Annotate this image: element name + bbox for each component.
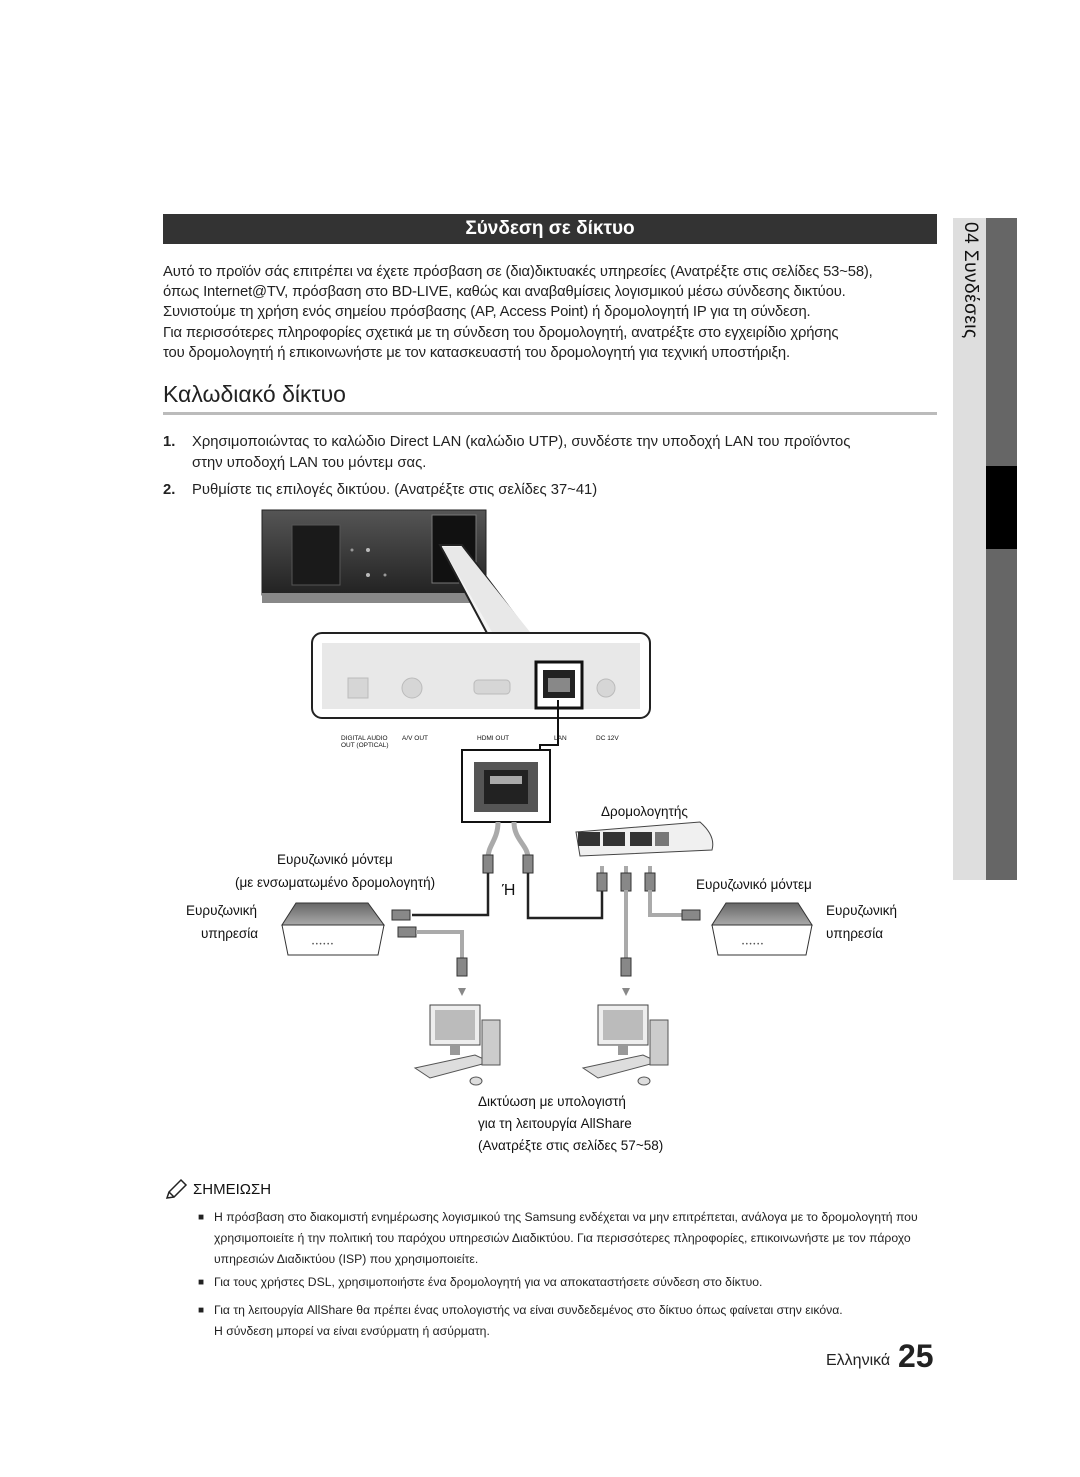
side-tab-background: [953, 218, 986, 880]
note-item-2: ■ Για τους χρήστες DSL, χρησιμοποιήστε έ…: [198, 1272, 938, 1294]
note-text: Για τους χρήστες DSL, χρησιμοποιήστε ένα…: [214, 1275, 763, 1289]
note-item-1: ■ Η πρόσβαση στο διακομιστή ενημέρωσης λ…: [198, 1207, 938, 1273]
section-header-bar: Σύνδεση σε δίκτυο: [163, 214, 937, 244]
network-connection-diagram: DIGITAL AUDIO OUT (OPTICAL) A/V OUT HDMI…: [261, 509, 813, 1086]
service-left-sublabel: υπηρεσία: [201, 926, 259, 941]
bullet-icon: ■: [198, 1212, 205, 1223]
note-text: χρησιμοποιείτε ή την πολιτική του παρόχο…: [214, 1231, 911, 1245]
step-text: Χρησιμοποιώντας το καλώδιο Direct LAN (κ…: [192, 434, 851, 450]
pc-caption-line-3: (Ανατρέξτε στις σελίδες 57~58): [478, 1138, 664, 1153]
port-label-hdmi-out: HDMI OUT: [477, 735, 509, 742]
intro-line-3: Συνιστούμε τη χρήση ενός σημείου πρόσβασ…: [163, 304, 811, 320]
lan-jack-closeup: [461, 749, 551, 823]
page-number: 25: [898, 1338, 934, 1374]
pencil-icon: [165, 1178, 188, 1199]
step-text: Ρυθμίστε τις επιλογές δικτύου. (Ανατρέξτ…: [192, 482, 598, 498]
note-title: ΣΗΜΕΙΩΣΗ: [193, 1181, 272, 1198]
section-title: Καλωδιακό δίκτυο: [163, 381, 346, 407]
side-tab-strip: [986, 218, 1017, 880]
section-rule: [163, 412, 937, 415]
pc-caption-line-1: Δικτύωση με υπολογιστή: [478, 1094, 626, 1109]
bullet-icon: ■: [198, 1277, 205, 1288]
bullet-icon: ■: [198, 1305, 205, 1316]
step-text: στην υποδοχή LAN του μόντεμ σας.: [192, 455, 427, 471]
side-tab-marker: [986, 466, 1017, 549]
intro-line-4: Για περισσότερες πληροφορίες σχετικά με …: [163, 325, 839, 341]
note-text: Η πρόσβαση στο διακομιστή ενημέρωσης λογ…: [214, 1210, 918, 1224]
or-label: Ή: [502, 882, 516, 899]
router-device: [575, 821, 714, 857]
computer-right: [581, 1004, 669, 1086]
note-text: υπηρεσιών Διαδικτύου (ISP) που χρησιμοπο…: [214, 1252, 479, 1266]
port-label-digital-audio: DIGITAL AUDIO: [341, 735, 388, 742]
step-number: 1.: [163, 434, 176, 450]
broadband-modem-device: • • • • • •: [711, 902, 813, 956]
step-2: 2. Ρυθμίστε τις επιλογές δικτύου. (Ανατρ…: [163, 480, 939, 502]
modem-right-label: Ευρυζωνικό μόντεμ: [696, 877, 812, 892]
port-label-optical: OUT (OPTICAL): [341, 742, 389, 749]
integrated-modem-sublabel: (με ενσωματωμένο δρομολογητή): [235, 875, 436, 890]
note-text: Για τη λειτουργία AllShare θα πρέπει ένα…: [214, 1303, 843, 1317]
intro-line-1: Αυτό το προϊόν σάς επιτρέπει να έχετε πρ…: [163, 264, 873, 280]
intro-line-5: του δρομολογητή ή επικοινωνήστε με τον κ…: [163, 345, 790, 361]
port-label-lan: LAN: [554, 735, 567, 742]
note-item-3: ■ Για τη λειτουργία AllShare θα πρέπει έ…: [198, 1300, 938, 1344]
step-number: 2.: [163, 482, 176, 498]
side-tab-label: 04 Συνδέσεις: [960, 222, 981, 339]
svg-text:• • • • • •: • • • • • •: [742, 942, 763, 948]
port-label-dc: DC 12V: [596, 735, 619, 742]
service-left-label: Ευρυζωνική: [186, 903, 258, 918]
router-label: Δρομολογητής: [601, 804, 688, 819]
service-right-sublabel: υπηρεσία: [826, 926, 884, 941]
service-right-label: Ευρυζωνική: [826, 903, 898, 918]
zoomed-port-panel: [311, 547, 651, 719]
integrated-modem-device: • • • • • •: [281, 902, 385, 956]
svg-text:• • • • • •: • • • • • •: [312, 942, 333, 948]
computer-left: [413, 1004, 501, 1086]
footer-language: Ελληνικά: [826, 1352, 891, 1369]
port-label-av-out: A/V OUT: [402, 735, 428, 742]
integrated-modem-label: Ευρυζωνικό μόντεμ: [277, 852, 393, 867]
intro-line-2: όπως Internet@TV, πρόσβαση στο BD-LIVE, …: [163, 284, 846, 300]
pc-caption-line-2: για τη λειτουργία AllShare: [478, 1116, 632, 1131]
step-1: 1. Χρησιμοποιώντας το καλώδιο Direct LAN…: [163, 432, 939, 474]
note-text: Η σύνδεση μπορεί να είναι ενσύρματη ή ασ…: [214, 1324, 490, 1338]
